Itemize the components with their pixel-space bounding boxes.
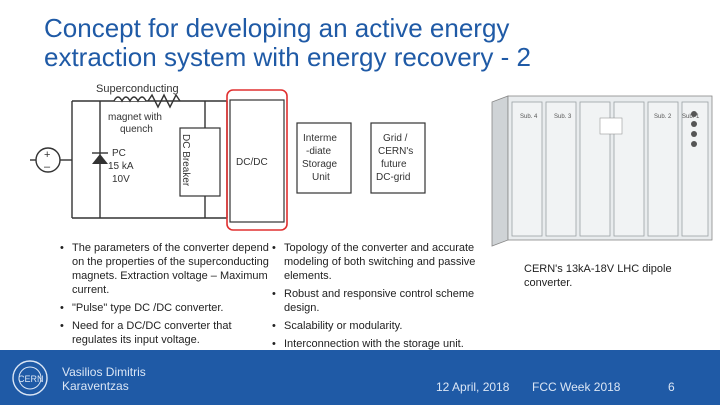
magnet-label-line1: magnet with [108, 112, 162, 123]
logo-text: CERN [18, 374, 44, 384]
magnet-label-line2: quench [120, 124, 153, 135]
intermediate-storage-box [296, 122, 352, 194]
pc-label-line2: 15 kA [108, 161, 134, 172]
page-number: 6 [668, 380, 675, 394]
dcdc-box [229, 99, 285, 223]
diode-icon [92, 154, 108, 164]
intermediate-line1: Interme [303, 133, 337, 144]
cabinet-label: Sub. 4 [520, 114, 538, 120]
bullet-item: Topology of the converter and accurate m… [272, 241, 484, 283]
dcdc-label: DC/DC [236, 157, 268, 168]
minus-sign: – [44, 161, 51, 173]
pc-label-line1: PC [112, 148, 126, 159]
slide-title-line1: Concept for developing an active energy [44, 13, 510, 43]
cabinet-label: Sub. 2 [654, 114, 672, 120]
photo-caption: CERN's 13kA-18V LHC dipole converter. [524, 263, 672, 289]
slide-title-line2: extraction system with energy recovery -… [44, 42, 531, 72]
plus-sign: + [44, 149, 50, 161]
grid-box [370, 122, 426, 194]
bullet-item: Scalability or modularity. [272, 319, 484, 333]
bullet-list-left: The parameters of the converter depend o… [60, 241, 274, 351]
intermediate-line3: Storage [302, 159, 337, 170]
slide-title: Concept for developing an active energy … [44, 14, 684, 72]
converter-photo: Sub. 4 Sub. 3 Sub. 2 Sub. 1 [488, 90, 716, 248]
bullet-item: Need for a DC/DC converter that regulate… [60, 319, 274, 347]
presentation-date: 12 April, 2018 [436, 380, 510, 394]
dc-breaker-box [179, 127, 221, 197]
grid-line3: future [381, 159, 407, 170]
footer-bar: CERN Vasilios Dimitris Karaventzas 12 Ap… [0, 350, 720, 405]
event-name: FCC Week 2018 [532, 380, 621, 394]
grid-line4: DC-grid [376, 172, 410, 183]
cabinet-label: Sub. 3 [554, 114, 572, 120]
dcdc-highlight [226, 89, 288, 231]
bullet-item: Interconnection with the storage unit. [272, 337, 484, 351]
bullet-item: "Pulse" type DC /DC converter. [60, 301, 274, 315]
bullet-list-right: Topology of the converter and accurate m… [272, 241, 484, 355]
grid-line1: Grid / [383, 133, 408, 144]
dc-breaker-label: DC Breaker [180, 134, 191, 187]
grid-line2: CERN's [378, 146, 413, 157]
intermediate-line2: -diate [306, 146, 331, 157]
cern-logo-icon: CERN [12, 360, 48, 396]
circuit-diagram: + – Superconducting magnet with quench P… [30, 83, 426, 231]
intermediate-line4: Unit [312, 172, 330, 183]
author-name: Vasilios Dimitris Karaventzas [62, 365, 146, 393]
superconducting-label: Superconducting [96, 83, 179, 95]
cabinet-label: Sub. 1 [682, 114, 700, 120]
bullet-item: Robust and responsive control scheme des… [272, 287, 484, 315]
bullet-item: The parameters of the converter depend o… [60, 241, 274, 297]
pc-label-line3: 10V [112, 174, 130, 185]
